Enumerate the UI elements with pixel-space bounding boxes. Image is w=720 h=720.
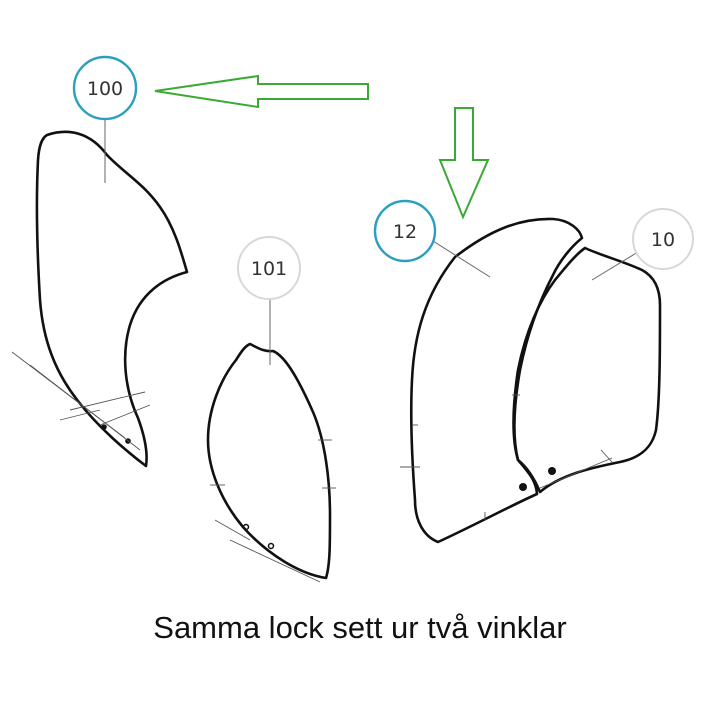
- part-12-outline: [409, 217, 584, 544]
- leader-line-12: [424, 235, 491, 278]
- leader-line-10: [591, 251, 639, 281]
- hole-icon: [242, 523, 250, 531]
- left-arrow: [154, 74, 369, 109]
- hole-icon: [548, 467, 556, 475]
- balloon-10-circle: [632, 208, 694, 270]
- balloon-101: 101: [237, 236, 301, 300]
- part-12: [400, 217, 584, 544]
- hole-icon: [101, 424, 107, 430]
- part-101-outline: [206, 342, 332, 580]
- part-10: [512, 246, 662, 494]
- part-101: [206, 342, 336, 583]
- balloon-100-label: 100: [87, 78, 123, 100]
- balloon-100: 100: [72, 55, 138, 121]
- balloon-12: 12: [373, 199, 437, 263]
- down-arrow: [438, 107, 490, 220]
- hole-icon: [267, 542, 275, 550]
- hole-icon: [519, 483, 527, 491]
- balloon-101-circle: [237, 236, 301, 300]
- caption: Samma lock sett ur två vinklar: [153, 610, 567, 645]
- balloon-101-label: 101: [251, 258, 287, 280]
- balloon-12-label: 12: [393, 221, 417, 243]
- balloon-10-label: 10: [651, 229, 675, 251]
- part-10-outline: [512, 246, 662, 494]
- balloon-12-circle: [373, 199, 437, 263]
- part-100-outline: [35, 130, 189, 468]
- balloon-10: 10: [632, 208, 694, 270]
- balloon-100-circle: [72, 55, 138, 121]
- part-100: [11, 130, 189, 468]
